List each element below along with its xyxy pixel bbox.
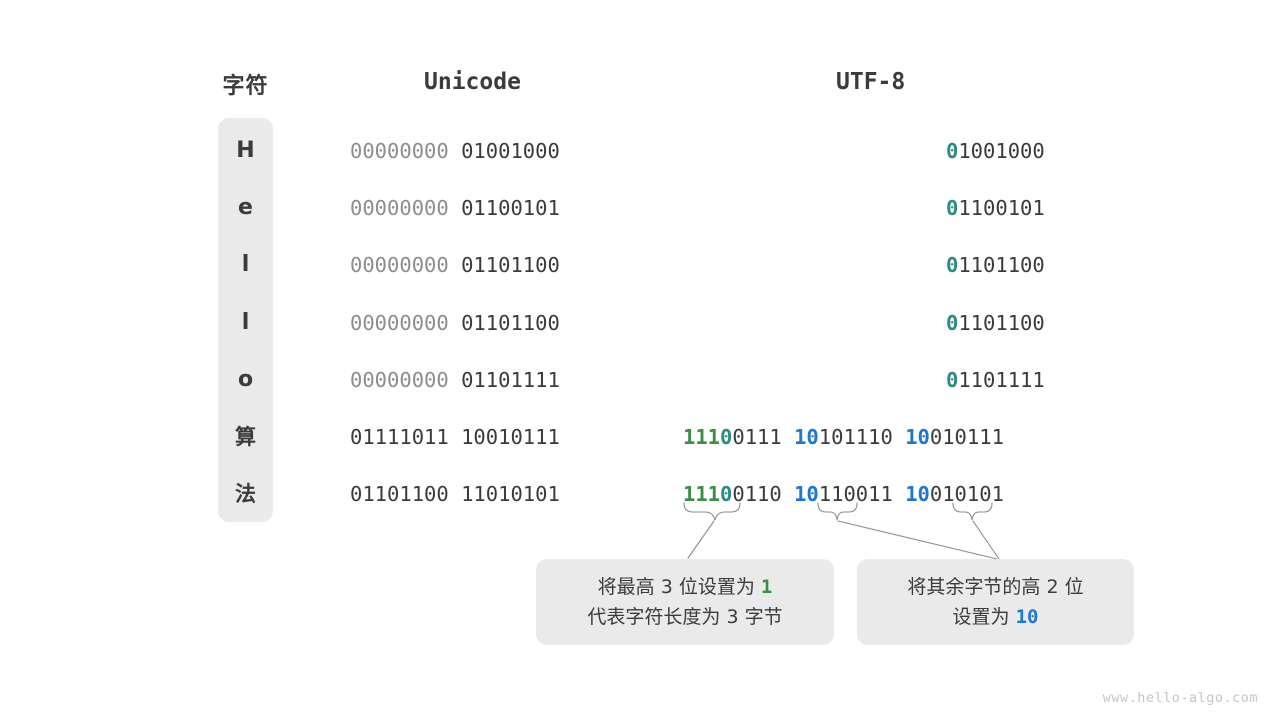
utf8-bits: 01100101 bbox=[946, 196, 1045, 220]
utf8-byte2-payload: 101110 bbox=[818, 425, 893, 449]
unicode-bits: 01101100 11010101 bbox=[350, 482, 560, 506]
utf8-payload-bits: 1101100 bbox=[958, 310, 1045, 335]
utf8-marker-terminator: 0 bbox=[720, 425, 733, 449]
callout-left-line1: 将最高 3 位设置为 1 bbox=[598, 572, 773, 602]
unicode-high-byte: 01111011 bbox=[350, 425, 449, 449]
unicode-high-byte: 00000000 bbox=[350, 310, 449, 335]
utf8-marker-bit: 0 bbox=[946, 367, 959, 392]
char-cell: o bbox=[237, 366, 254, 392]
unicode-high-byte: 00000000 bbox=[350, 196, 449, 221]
utf8-payload-bits: 1101100 bbox=[958, 253, 1045, 278]
callout-left-highlight: 1 bbox=[760, 576, 773, 598]
utf8-marker-terminator: 0 bbox=[720, 482, 733, 507]
utf8-continuation-marker: 10 bbox=[794, 425, 819, 449]
utf8-continuation-marker: 10 bbox=[905, 482, 930, 507]
unicode-bits: 00000000 01101100 bbox=[350, 253, 560, 277]
utf8-bits: 01101100 bbox=[946, 311, 1045, 335]
column-header-unicode: Unicode bbox=[424, 69, 521, 95]
unicode-low-byte: 01001000 bbox=[461, 139, 560, 163]
utf8-payload-bits: 1100101 bbox=[958, 196, 1045, 221]
utf8-bits: 01101111 bbox=[946, 368, 1045, 392]
column-header-char: 字符 bbox=[222, 74, 269, 99]
char-cell: e bbox=[238, 195, 253, 221]
callout-left-line2: 代表字符长度为 3 字节 bbox=[587, 606, 783, 628]
callout-leading-bits: 将最高 3 位设置为 1 代表字符长度为 3 字节 bbox=[536, 559, 834, 645]
utf8-marker-bit: 0 bbox=[946, 310, 959, 335]
utf8-marker-bit: 0 bbox=[946, 196, 959, 221]
utf8-payload-bits: 1001000 bbox=[958, 139, 1045, 163]
utf8-bits: 01001000 bbox=[946, 139, 1045, 163]
column-header-utf8: UTF-8 bbox=[836, 69, 906, 95]
utf8-marker-bit: 0 bbox=[946, 139, 959, 163]
unicode-bits: 00000000 01101100 bbox=[350, 311, 560, 335]
utf8-continuation-marker: 10 bbox=[794, 482, 819, 507]
unicode-high-byte: 00000000 bbox=[350, 367, 449, 392]
callout-right-highlight: 10 bbox=[1015, 606, 1039, 628]
unicode-low-byte: 01101100 bbox=[461, 253, 560, 278]
char-cell: H bbox=[236, 138, 255, 163]
unicode-high-byte: 00000000 bbox=[350, 253, 449, 278]
char-cell: 法 bbox=[235, 482, 256, 507]
utf8-bits: 11100110 10110011 10010101 bbox=[683, 482, 1004, 506]
utf8-byte1-payload: 0110 bbox=[732, 482, 782, 507]
utf8-length-marker: 111 bbox=[683, 425, 721, 449]
utf8-byte2-payload: 110011 bbox=[818, 482, 893, 507]
callout-right-line2-text: 设置为 bbox=[952, 606, 1016, 628]
char-column-panel bbox=[218, 118, 273, 522]
unicode-low-byte: 01101100 bbox=[461, 310, 560, 335]
utf8-bits: 01101100 bbox=[946, 253, 1045, 277]
callout-left-line1-text: 将最高 3 位设置为 bbox=[597, 576, 761, 598]
watermark: www.hello-algo.com bbox=[1102, 690, 1258, 706]
utf8-continuation-marker: 10 bbox=[905, 425, 930, 449]
unicode-low-byte: 10010111 bbox=[461, 425, 560, 449]
char-cell: 算 bbox=[235, 425, 256, 449]
callout-right-line1: 将其余字节的高 2 位 bbox=[907, 576, 1084, 598]
unicode-bits: 01111011 10010111 bbox=[350, 425, 560, 449]
char-cell: l bbox=[241, 252, 250, 278]
unicode-low-byte: 01100101 bbox=[461, 196, 560, 221]
utf8-byte1-payload: 0111 bbox=[732, 425, 782, 449]
utf8-length-marker: 111 bbox=[683, 482, 721, 507]
callout-continuation-bits: 将其余字节的高 2 位 设置为 10 bbox=[857, 559, 1134, 645]
utf8-byte3-payload: 010101 bbox=[929, 482, 1004, 507]
utf8-bits: 11100111 10101110 10010111 bbox=[683, 425, 1004, 449]
unicode-bits: 00000000 01100101 bbox=[350, 196, 560, 220]
char-cell: l bbox=[241, 309, 250, 335]
utf8-payload-bits: 1101111 bbox=[958, 367, 1045, 392]
unicode-high-byte: 00000000 bbox=[350, 139, 449, 163]
callout-right-line2: 设置为 10 bbox=[953, 602, 1039, 632]
unicode-low-byte: 11010101 bbox=[461, 482, 560, 507]
utf8-marker-bit: 0 bbox=[946, 253, 959, 278]
utf8-byte3-payload: 010111 bbox=[929, 425, 1004, 449]
unicode-low-byte: 01101111 bbox=[461, 367, 560, 392]
unicode-bits: 00000000 01001000 bbox=[350, 139, 560, 163]
unicode-bits: 00000000 01101111 bbox=[350, 368, 560, 392]
unicode-high-byte: 01101100 bbox=[350, 482, 449, 507]
